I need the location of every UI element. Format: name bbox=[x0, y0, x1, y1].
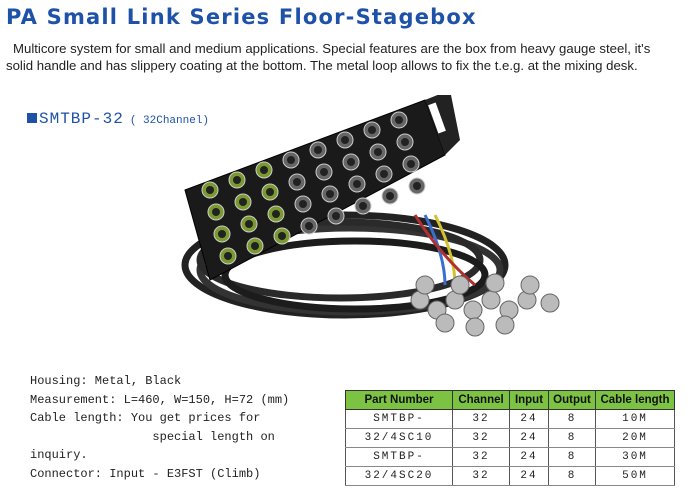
model-label: SMTBP-32 ( 32Channel) bbox=[27, 110, 209, 128]
spec-line: Connector: Input - E3FST (Climb) bbox=[30, 466, 261, 481]
socket-hole bbox=[260, 166, 268, 174]
header-input: Input bbox=[509, 390, 549, 410]
header-output: Output bbox=[548, 390, 596, 410]
cell-output: 8 bbox=[548, 466, 596, 486]
cell-part-number: 32/4SC10 bbox=[345, 428, 453, 448]
socket-hole bbox=[401, 138, 409, 146]
parts-table: Part Number Channel Input Output Cable l… bbox=[345, 390, 675, 486]
socket-hole bbox=[386, 192, 394, 200]
table-header-row: Part Number Channel Input Output Cable l… bbox=[345, 390, 675, 410]
socket-hole bbox=[395, 116, 403, 124]
socket-hole bbox=[407, 160, 415, 168]
socket-hole bbox=[320, 168, 328, 176]
socket-hole bbox=[272, 210, 280, 218]
socket-hole bbox=[278, 232, 286, 240]
socket-hole bbox=[341, 136, 349, 144]
cable-coil bbox=[181, 211, 509, 319]
cell-part-number: SMTBP- bbox=[345, 447, 453, 467]
socket-hole bbox=[326, 190, 334, 198]
socket-hole bbox=[239, 198, 247, 206]
cell-cable-length: 30M bbox=[595, 447, 675, 467]
socket-hole bbox=[251, 242, 259, 250]
socket-hole bbox=[332, 212, 340, 220]
socket-hole bbox=[380, 170, 388, 178]
header-part-number: Part Number bbox=[345, 390, 453, 410]
socket-hole bbox=[374, 148, 382, 156]
spec-line: Cable length: You get prices for bbox=[30, 411, 261, 425]
connector-grid bbox=[201, 111, 426, 265]
cell-output: 8 bbox=[548, 428, 596, 448]
product-description: Multicore system for small and medium ap… bbox=[6, 40, 686, 74]
spec-line: Housing: Metal, Black bbox=[30, 374, 182, 388]
spec-line: inquiry. bbox=[30, 448, 88, 462]
header-cable-length: Cable length bbox=[595, 390, 675, 410]
socket-hole bbox=[413, 182, 421, 190]
cell-channel: 32 bbox=[452, 447, 510, 467]
cell-cable-length: 20M bbox=[595, 428, 675, 448]
cell-input: 24 bbox=[509, 466, 549, 486]
socket-hole bbox=[299, 200, 307, 208]
cell-input: 24 bbox=[509, 409, 549, 429]
page-title: PA Small Link Series Floor-Stagebox bbox=[6, 5, 477, 29]
product-image bbox=[181, 95, 560, 337]
socket-hole bbox=[218, 230, 226, 238]
socket-hole bbox=[353, 180, 361, 188]
socket-hole bbox=[212, 208, 220, 216]
bullet-square-icon bbox=[27, 113, 37, 123]
socket-hole bbox=[368, 126, 376, 134]
socket-hole bbox=[206, 186, 214, 194]
socket-hole bbox=[314, 146, 322, 154]
socket-hole bbox=[287, 156, 295, 164]
model-channels: ( 32Channel) bbox=[129, 115, 210, 127]
cell-channel: 32 bbox=[452, 409, 510, 429]
spec-line: special length on bbox=[30, 429, 275, 444]
header-channel: Channel bbox=[452, 390, 510, 410]
cell-part-number: 32/4SC20 bbox=[345, 466, 453, 486]
cell-channel: 32 bbox=[452, 428, 510, 448]
cell-output: 8 bbox=[548, 447, 596, 467]
socket-hole bbox=[347, 158, 355, 166]
socket-hole bbox=[224, 252, 232, 260]
socket-hole bbox=[245, 220, 253, 228]
cell-input: 24 bbox=[509, 428, 549, 448]
spec-line: Measurement: L=460, W=150, H=72 (mm) bbox=[30, 392, 290, 407]
socket-hole bbox=[266, 188, 274, 196]
socket-hole bbox=[293, 178, 301, 186]
xlr-plugs bbox=[410, 273, 560, 337]
cell-channel: 32 bbox=[452, 466, 510, 486]
description-line: Multicore system for small and medium ap… bbox=[13, 41, 651, 56]
socket-hole bbox=[305, 222, 313, 230]
cell-cable-length: 50M bbox=[595, 466, 675, 486]
model-name: SMTBP-32 bbox=[39, 110, 124, 128]
description-line: solid handle and has slippery coating at… bbox=[6, 58, 638, 73]
cell-input: 24 bbox=[509, 447, 549, 467]
socket-hole bbox=[359, 202, 367, 210]
cell-cable-length: 10M bbox=[595, 409, 675, 429]
socket-hole bbox=[233, 176, 241, 184]
cell-part-number: SMTBP- bbox=[345, 409, 453, 429]
cell-output: 8 bbox=[548, 409, 596, 429]
